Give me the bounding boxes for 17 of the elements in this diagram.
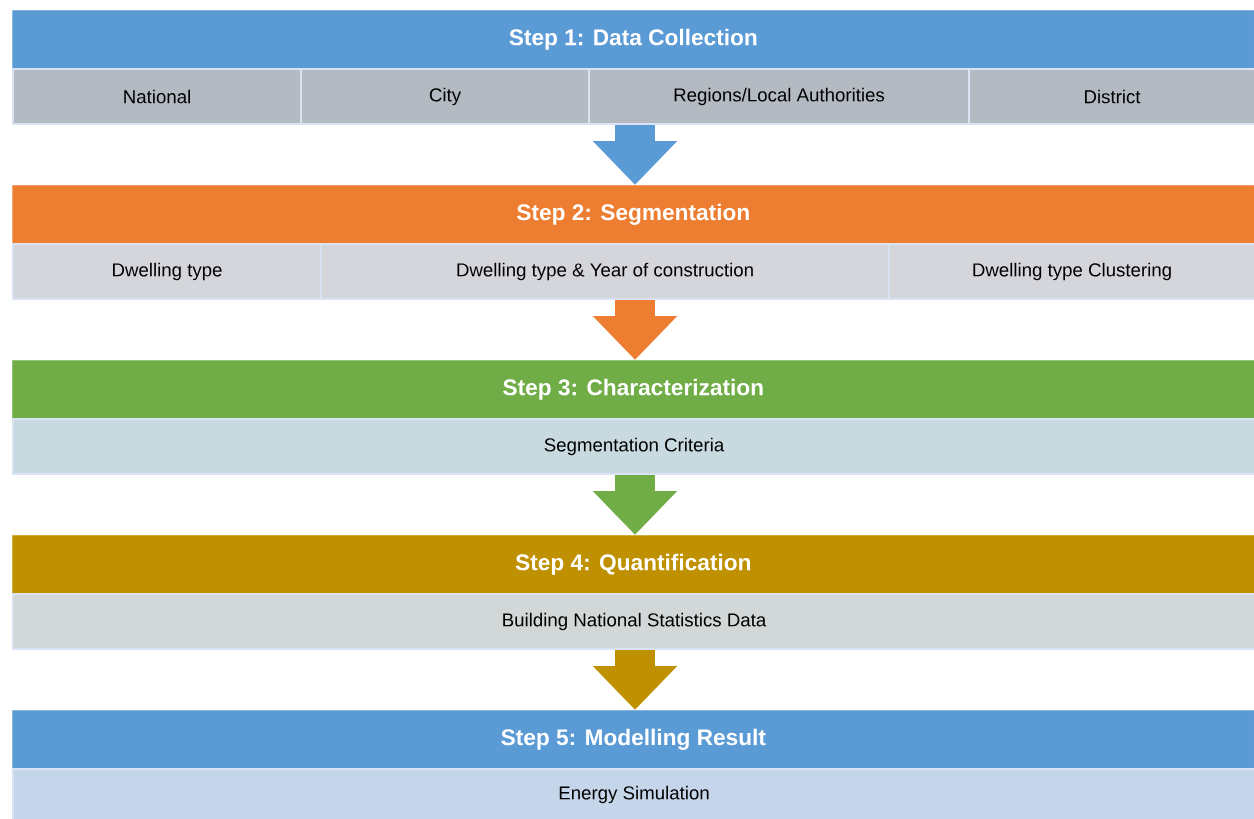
category-cell: Regions/Local Authorities: [588, 68, 970, 125]
category-cell: Segmentation Criteria: [12, 418, 1254, 475]
category-cell: Dwelling type Clustering: [888, 243, 1254, 300]
category-cell: Energy Simulation: [12, 768, 1254, 819]
step-header: Step 1: Data Collection: [12, 10, 1254, 69]
step-header: Step 4: Quantification: [12, 535, 1254, 594]
step-header: Step 5: Modelling Result: [12, 710, 1254, 769]
category-cell: National: [12, 68, 302, 125]
step-header: Step 2: Segmentation: [12, 185, 1254, 244]
category-cell: Dwelling type & Year of construction: [320, 243, 890, 300]
category-cell: Building National Statistics Data: [12, 593, 1254, 650]
category-cell: Dwelling type: [12, 243, 322, 300]
step-header: Step 3: Characterization: [12, 360, 1254, 419]
node-label: Dwelling type Clustering: [973, 262, 1171, 281]
node-label: District: [1085, 89, 1141, 104]
category-cell: District: [968, 68, 1254, 125]
category-cell: City: [300, 68, 590, 125]
